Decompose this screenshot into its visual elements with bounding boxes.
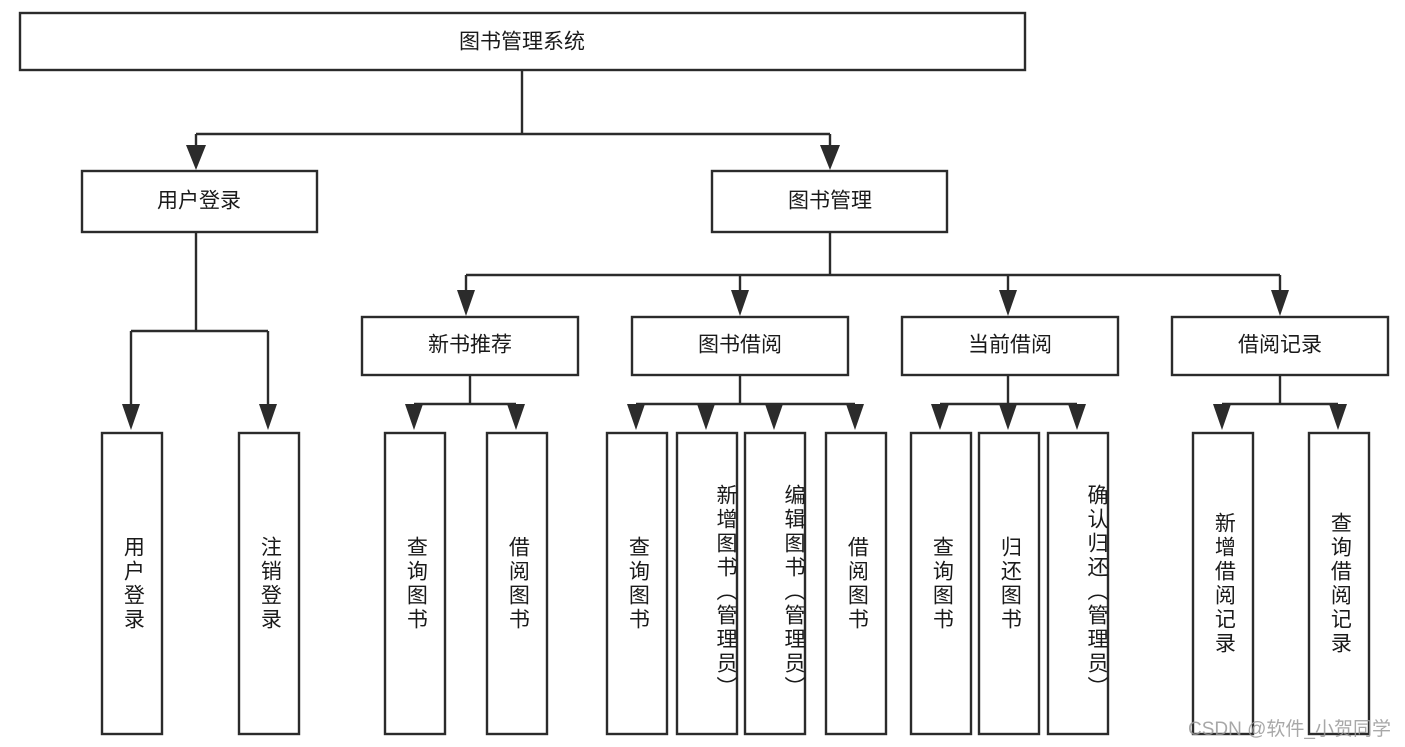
node-user-login[interactable]: 用户登录 [80,169,319,234]
connector-group-borrowrecord-to-leaves [1213,375,1347,430]
arrow-head-newbook-leaf-1 [405,404,423,430]
leaf-node-query-book-current-box[interactable] [909,431,973,736]
arrow-head-to-new-book [457,290,475,316]
node-book-borrow-label: 图书借阅 [698,334,782,357]
leaf-node-return-book[interactable] [977,431,1041,736]
leaf-node-query-book-current[interactable] [909,431,973,736]
leaf-node-logout-box[interactable] [237,431,301,736]
node-borrow-record-box[interactable] [1170,315,1390,377]
leaf-node-query-book-borrow-box[interactable] [605,431,669,736]
arrow-head-to-borrow-record [1271,290,1289,316]
node-borrow-record-label: 借阅记录 [1238,334,1322,357]
connector-group-bookmanage-to-level3 [457,232,1289,316]
arrow-head-bookborrow-leaf-3 [765,404,783,430]
leaf-node-return-book-box[interactable] [977,431,1041,736]
leaf-node-borrow-book-box[interactable] [824,431,888,736]
leaf-node-query-book-recommend-box[interactable] [383,431,447,736]
connector-group-userlogin-to-leaves [122,232,277,430]
node-book-management-label: 图书管理 [788,190,872,213]
leaf-node-confirm-return-admin-box[interactable] [1046,431,1110,736]
leaf-node-add-book-admin[interactable] [675,431,739,736]
node-current-borrow[interactable]: 当前借阅 [900,315,1120,377]
arrow-head-to-user-login [186,145,206,170]
node-new-book-recommend[interactable]: 新书推荐 [360,315,580,377]
arrow-head-to-book-manage [820,145,840,170]
node-root-label: 图书管理系统 [459,31,585,54]
leaf-node-add-borrow-record[interactable] [1191,431,1255,736]
node-new-book-recommend-label: 新书推荐 [428,334,512,357]
node-root-book-management-system[interactable]: 图书管理系统 [18,11,1027,72]
node-book-management-box[interactable] [710,169,949,234]
leaf-node-borrow-book-recommend[interactable] [485,431,549,736]
arrow-head-to-current-borrow [999,290,1017,316]
csdn-watermark: CSDN @软件_小贺同学 [1188,719,1391,740]
node-new-book-recommend-box[interactable] [360,315,580,377]
leaf-node-add-book-admin-box[interactable] [675,431,739,736]
arrow-head-leaf-user-login [122,404,140,430]
leaf-node-confirm-return-admin[interactable] [1046,431,1110,736]
node-current-borrow-box[interactable] [900,315,1120,377]
leaf-node-borrow-book-recommend-box[interactable] [485,431,549,736]
node-book-borrow-box[interactable] [630,315,850,377]
arrow-head-borrowrecord-leaf-2 [1329,404,1347,430]
leaf-node-borrow-book[interactable] [824,431,888,736]
arrow-head-bookborrow-leaf-1 [627,404,645,430]
leaf-node-edit-book-admin-box[interactable] [743,431,807,736]
connector-group-currentborrow-to-leaves [931,375,1086,430]
connector-group-root-to-level2 [186,70,840,170]
node-user-login-label: 用户登录 [157,190,241,213]
leaf-node-user-login-box[interactable] [100,431,164,736]
leaf-node-query-borrow-record[interactable] [1307,431,1371,736]
node-book-management[interactable]: 图书管理 [710,169,949,234]
arrow-head-currentborrow-leaf-2 [999,404,1017,430]
node-current-borrow-label: 当前借阅 [968,334,1052,357]
node-borrow-record[interactable]: 借阅记录 [1170,315,1390,377]
arrow-head-borrowrecord-leaf-1 [1213,404,1231,430]
arrow-head-leaf-logout [259,404,277,430]
node-book-borrow[interactable]: 图书借阅 [630,315,850,377]
leaf-node-query-borrow-record-box[interactable] [1307,431,1371,736]
arrow-head-bookborrow-leaf-4 [846,404,864,430]
connector-group-bookborrow-to-leaves [627,375,864,430]
leaf-node-query-book-recommend[interactable] [383,431,447,736]
leaf-node-query-book-borrow[interactable] [605,431,669,736]
leaf-node-edit-book-admin[interactable] [743,431,807,736]
connector-group-newbook-to-leaves [405,375,525,430]
arrow-head-bookborrow-leaf-2 [697,404,715,430]
leaf-node-logout[interactable] [237,431,301,736]
arrow-head-to-book-borrow [731,290,749,316]
node-root-box[interactable] [18,11,1027,72]
arrow-head-newbook-leaf-2 [507,404,525,430]
arrow-head-currentborrow-leaf-3 [1068,404,1086,430]
arrow-head-currentborrow-leaf-1 [931,404,949,430]
leaf-node-user-login[interactable] [100,431,164,736]
node-user-login-box[interactable] [80,169,319,234]
leaf-node-add-borrow-record-box[interactable] [1191,431,1255,736]
